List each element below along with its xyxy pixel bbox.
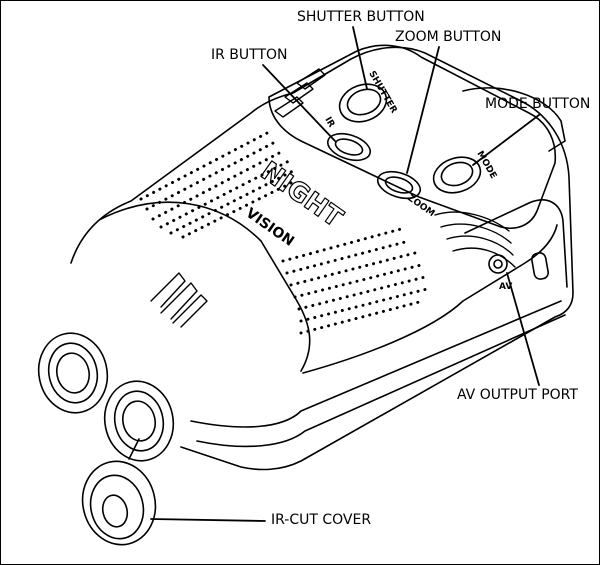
marking-ir: IR [322,116,336,130]
top-face-front-edge [100,201,311,372]
device-body-outline [70,46,574,471]
label-ir-button: IR BUTTON [211,47,288,63]
leader-lines [150,26,540,522]
leader-av [506,272,540,386]
button-panel [268,44,557,229]
leader-ircut [150,518,266,522]
leader-zoom [406,46,440,174]
leader-mode [472,114,540,166]
label-shutter-button: SHUTTER BUTTON [297,9,425,25]
body-seam [196,314,566,448]
right-vent-ribs [434,211,516,268]
right-side-panel [464,199,568,288]
rear-housing [462,87,566,152]
label-zoom-button: ZOOM BUTTON [395,29,502,45]
leader-shutter [352,26,368,90]
av-output-port[interactable] [488,254,508,274]
top-grip-ribs [274,68,326,118]
lower-body-edge [190,300,562,428]
shutter-button[interactable] [334,78,391,128]
side-slot [530,252,550,280]
lens-right [103,380,175,462]
zoom-button[interactable] [374,167,423,203]
marking-vision: VISION [243,205,297,250]
label-ir-cut-cover: IR-CUT COVER [271,512,372,528]
ir-button[interactable] [324,129,373,165]
front-ridge [302,224,558,374]
speaker-grille-top [139,129,297,239]
leader-ir [262,64,336,142]
lens-left [37,332,109,414]
marking-av: AV [499,282,512,292]
label-mode-button: MODE BUTTON [485,96,591,112]
ir-cut-cover [81,438,157,546]
speaker-grille-front [281,227,429,335]
left-grip-ribs [150,272,208,328]
marking-shutter: SHUTTER [366,70,398,116]
label-av-output-port: AV OUTPUT PORT [457,387,578,403]
mode-button[interactable] [429,151,485,198]
